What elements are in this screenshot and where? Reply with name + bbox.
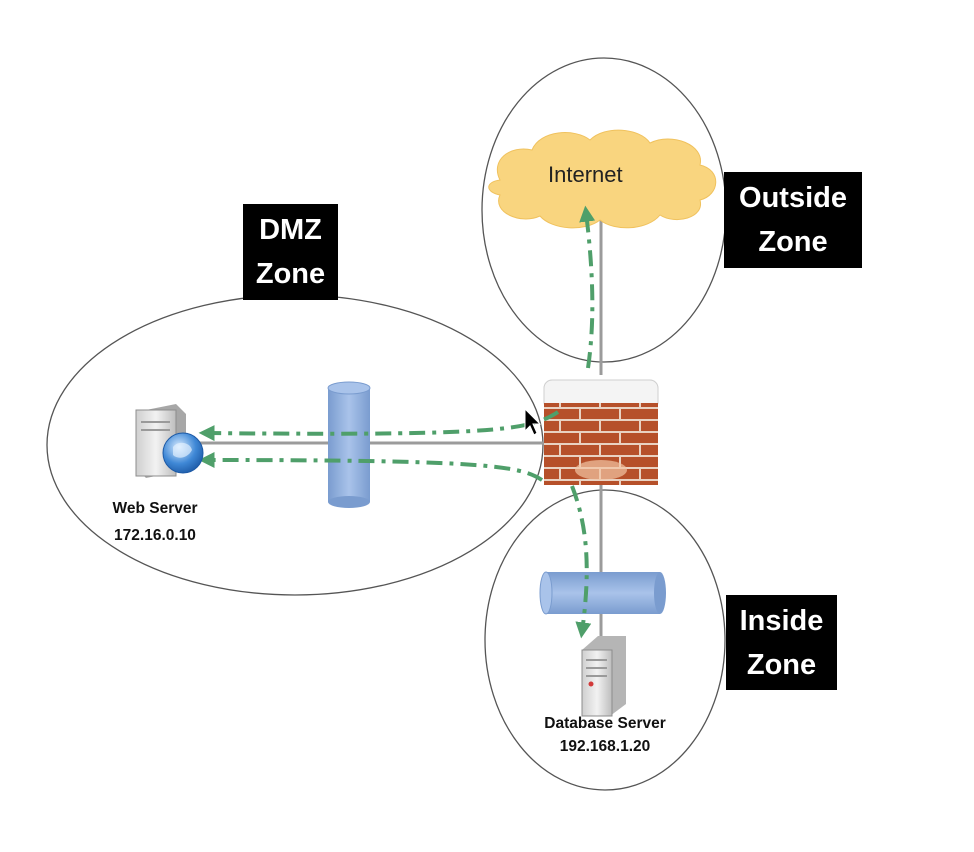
outside-zone-tag-line2: Zone — [758, 226, 828, 258]
traffic-firewall-to-web-upper — [198, 410, 560, 442]
dmz-zone-boundary — [46, 294, 544, 596]
traffic-firewall-to-database — [570, 485, 592, 639]
dmz-link-channel — [327, 381, 371, 508]
inside-zone-tag-line1: Inside — [739, 605, 824, 637]
web-server-icon — [135, 404, 204, 478]
web-server-name: Web Server — [112, 500, 198, 517]
traffic-firewall-to-web-lower — [198, 452, 544, 482]
outside-zone-tag: Outside Zone — [724, 172, 862, 268]
dmz-zone-tag: DMZ Zone — [243, 204, 338, 300]
outside-zone-tag-line1: Outside — [739, 182, 847, 214]
dmz-zone-tag-line2: Zone — [255, 258, 326, 290]
database-server-ip: 192.168.1.20 — [559, 738, 651, 755]
traffic-firewall-to-internet — [579, 205, 596, 369]
internet-label: Internet — [548, 162, 623, 187]
database-server-icon — [581, 636, 626, 717]
web-server-caption: Web Server 172.16.0.10 — [90, 495, 220, 549]
inside-zone-boundary — [484, 489, 726, 791]
inside-link-channel — [539, 571, 666, 615]
firewall-icon — [543, 379, 659, 485]
dmz-zone-tag-line1: DMZ — [259, 214, 322, 246]
web-server-ip: 172.16.0.10 — [114, 527, 196, 544]
database-server-caption: Database Server 192.168.1.20 — [515, 712, 695, 758]
database-server-name: Database Server — [544, 715, 666, 732]
traffic-arrows — [198, 205, 596, 639]
mouse-cursor-icon — [524, 407, 542, 436]
cloud-icon — [488, 129, 717, 229]
inside-zone-tag-line2: Zone — [746, 649, 817, 681]
inside-zone-tag: Inside Zone — [726, 595, 837, 690]
